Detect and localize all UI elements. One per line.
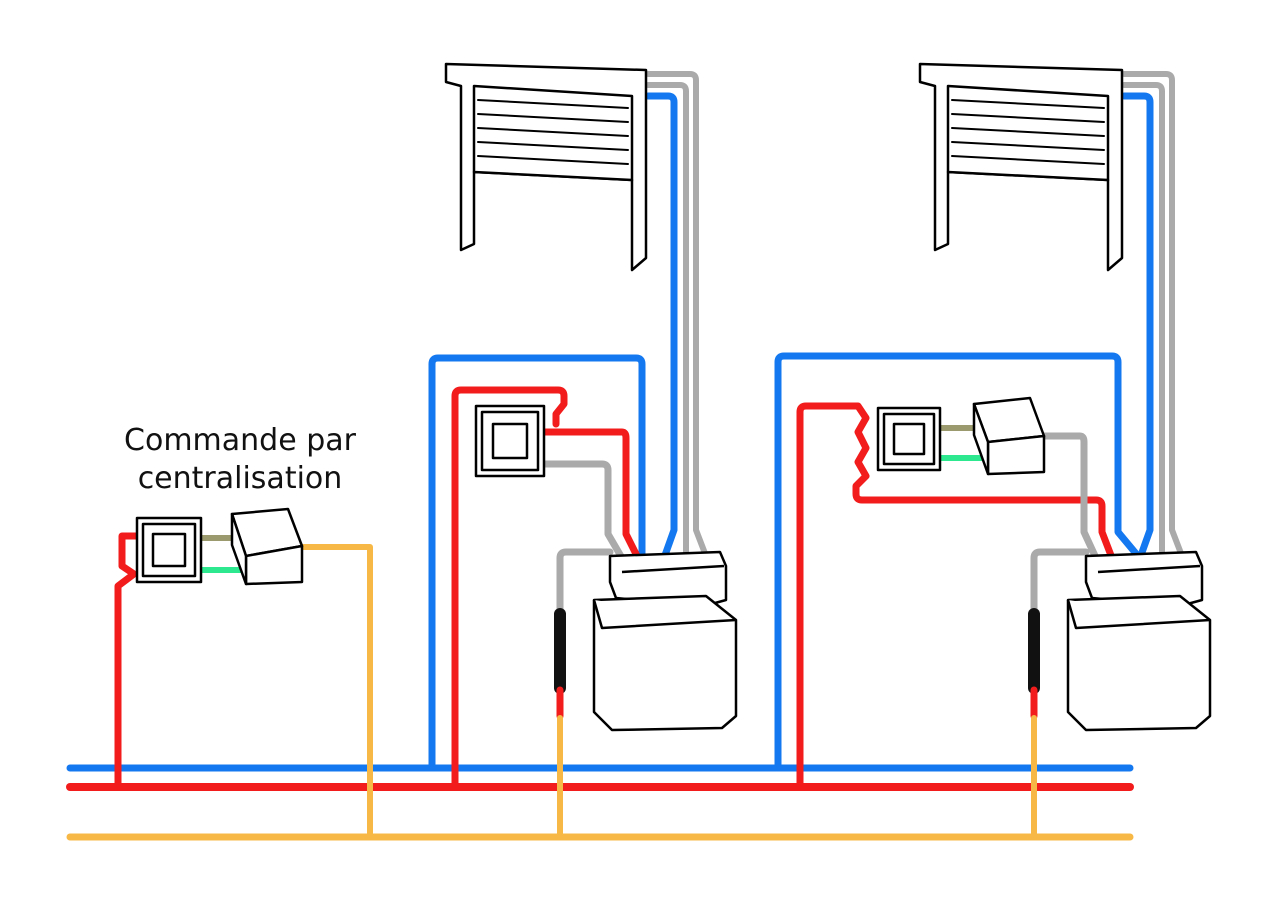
phase-feed-2 (796, 402, 1116, 791)
switch-output-grey-1 (541, 460, 626, 562)
wall-switch-2[interactable] (876, 406, 942, 472)
neutral-loop-1 (428, 354, 646, 772)
roller-shutter-2 (918, 62, 1124, 272)
shutter-neutral-2 (1120, 92, 1154, 562)
central-module (230, 507, 304, 586)
shutter-cable-b-2 (1121, 82, 1165, 559)
bus-lines (66, 764, 1134, 841)
central-phase-wire (114, 532, 144, 791)
phase-feed-1 (451, 386, 568, 791)
control-cable-2 (1030, 548, 1090, 616)
roller-shutter-1 (444, 62, 648, 272)
shutter-cable-a-1 (645, 71, 709, 559)
installation-1 (428, 62, 738, 840)
switch-output-red-1 (541, 428, 642, 562)
shutter-cable-a-2 (1121, 71, 1185, 559)
caption-line-2: centralisation (137, 461, 343, 496)
central-command-caption: Commande par centralisation (70, 422, 410, 498)
neutral-loop-2 (774, 352, 1142, 772)
caption-line-1: Commande par (124, 423, 356, 458)
control-cable-1 (556, 548, 614, 616)
motor-box-2 (1066, 550, 1212, 732)
installation-2 (774, 62, 1212, 840)
module-2 (972, 396, 1046, 476)
central-command-group (114, 507, 373, 840)
wall-switch-1[interactable] (474, 404, 546, 478)
shutter-cable-b-1 (645, 82, 689, 559)
module-cable-2 (1040, 432, 1100, 562)
shutter-neutral-1 (644, 92, 678, 562)
motor-box-1 (592, 550, 738, 732)
central-switch[interactable] (135, 516, 203, 584)
central-control-wire (299, 544, 373, 840)
